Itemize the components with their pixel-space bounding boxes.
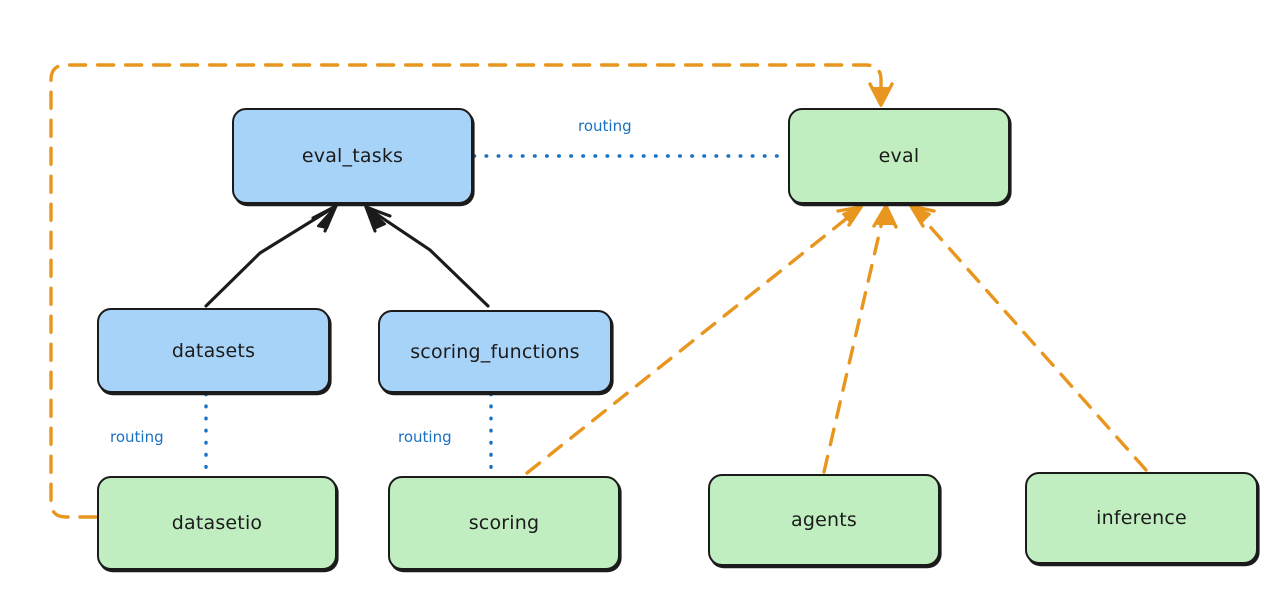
edge-label-routing-datasets: routing xyxy=(110,428,164,446)
node-eval-tasks[interactable]: eval_tasks xyxy=(232,108,473,204)
edge-datasets-to-eval_tasks xyxy=(204,204,338,308)
node-scoring[interactable]: scoring xyxy=(388,476,620,570)
edge-inference-to-eval xyxy=(909,204,1148,472)
node-label: scoring xyxy=(468,512,540,534)
edge-scoring_functions-to-eval_tasks xyxy=(364,205,490,308)
node-scoring-functions[interactable]: scoring_functions xyxy=(378,310,612,393)
node-agents[interactable]: agents xyxy=(708,474,940,566)
edge-label-routing-scoring: routing xyxy=(398,428,452,446)
node-label: inference xyxy=(1096,507,1187,529)
node-inference[interactable]: inference xyxy=(1025,472,1258,564)
node-datasets[interactable]: datasets xyxy=(97,308,330,393)
node-label: datasetio xyxy=(171,512,263,534)
node-eval[interactable]: eval xyxy=(788,108,1010,204)
node-label: scoring_functions xyxy=(410,340,580,363)
node-datasetio[interactable]: datasetio xyxy=(97,476,337,570)
edge-label-routing-eval: routing xyxy=(578,117,632,135)
node-label: eval_tasks xyxy=(301,145,404,167)
node-label: datasets xyxy=(171,339,256,362)
node-label: agents xyxy=(791,509,857,531)
node-label: eval xyxy=(878,145,920,167)
edge-agents-to-eval xyxy=(822,204,898,474)
